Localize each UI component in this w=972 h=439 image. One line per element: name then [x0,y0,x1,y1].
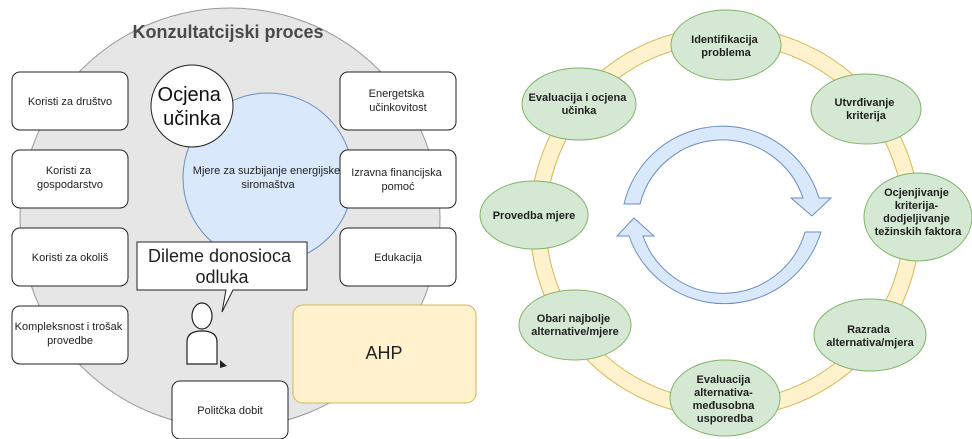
energy-efficiency-box [339,71,457,131]
cycle-step-alternatives-development-label: Razrada alternativa/mjera [826,324,914,349]
cycle-step-alternatives-development [813,298,927,372]
impact-assessment-node [150,64,234,148]
benefits-economy-box [11,149,129,209]
education-label: Edukacija [374,252,423,264]
cycle-step-implementation-label: Provedba mjere [493,210,576,222]
ahp-label: AHP [365,343,402,363]
complexity-cost-box [11,305,129,365]
decision-maker-callout [136,241,308,313]
person-icon [186,302,227,368]
complexity-cost-label: Kompleksnost i trošak provedbe [15,321,126,347]
cycle-step-best-alternatives [518,289,632,361]
cycle-step-impact-evaluation [521,67,637,141]
cycle-step-alternatives-evaluation-label: Evaluacija alternativa- međusobna uspore… [693,374,758,425]
benefits-environment-label: Koristi za okoliš [32,252,109,264]
direct-financial-aid-label: Izravna financijska pomoć [351,167,445,193]
benefits-society-box [11,71,129,131]
ahp-box [292,304,477,404]
cycle-step-best-alternatives-label: Obari najbolje alternative/mjere [531,313,618,338]
decision-maker-callout-label: Dileme donosioca odluka [148,246,296,287]
benefits-society-label: Koristi za društvo [28,96,112,108]
political-gain-box [171,380,289,439]
cycle-step-impact-evaluation-label: Evaluacija i ocjena učinka [529,92,630,117]
consultation-process-title: Konzultatcijski proces [132,22,323,42]
cycle-step-criteria-weighting [863,172,972,262]
cycle-step-implementation [479,180,589,250]
benefits-environment-box [11,227,129,287]
cycle-arrows [615,125,833,305]
cycle-step-problem-identification-label: Identifikacija problema [691,34,761,59]
cycle-step-criteria-definition-label: Utvrđivanje kriterija [835,97,898,122]
cycle-step-criteria-definition [810,73,922,145]
direct-financial-aid-box [339,149,457,209]
cycle-step-problem-identification [670,9,782,81]
education-box [339,227,457,287]
energy-efficiency-label: Energetska učinkovitost [369,88,428,114]
cycle-step-criteria-weighting-label: Ocjenjivanje kriterija- dodjeljivanje te… [875,187,963,238]
benefits-economy-label: Koristi za gospodarstvo [37,165,103,191]
cycle-step-alternatives-evaluation [669,359,781,437]
political-gain-label: Politčka dobit [197,405,262,417]
impact-assessment-label: Ocjena učinka [158,84,227,130]
energy-poverty-measures-label: Mjere za suzbijanje energijske siromaštv… [193,165,343,191]
